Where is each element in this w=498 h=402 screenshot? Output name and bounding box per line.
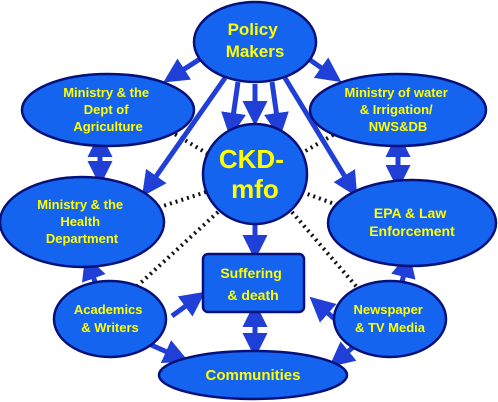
ckd-mfo-line-1: CKD- <box>219 144 284 174</box>
suffering-line-2: & death <box>227 287 278 303</box>
svg-text:Communities: Communities <box>205 367 300 384</box>
agriculture-line-1: Ministry & the <box>63 85 149 100</box>
dotted-link-ckd-epa <box>301 190 341 208</box>
arrow-academics-to-suffering <box>170 291 206 319</box>
node-suffering: Suffering & death <box>201 252 306 314</box>
svg-text:Ministry & the Health: Ministry & the Health Department <box>37 197 127 246</box>
dotted-link-ckd-agriculture <box>166 128 220 162</box>
communities-label: Communities <box>205 367 300 384</box>
health-line-1: Ministry & the <box>37 197 123 212</box>
arrow-policy-to-epa <box>282 76 358 197</box>
dotted-link-ckd-health <box>159 190 207 209</box>
node-policy-makers: Policy Makers <box>192 0 318 84</box>
water-line-1: Ministry of water <box>345 85 448 100</box>
academics-line-1: Academics <box>74 302 143 317</box>
policy-makers-line-1: Policy <box>228 20 279 39</box>
agriculture-line-2: Dept of <box>84 102 129 117</box>
svg-text:Academics & Writers: Academics & Writers <box>74 302 146 335</box>
svg-text:CKD- mfo: CKD- mfo <box>219 144 291 204</box>
svg-text:EPA & Law Enforcement: EPA & Law Enforcement <box>369 205 455 239</box>
water-line-3: NWS&DB <box>369 119 428 134</box>
dotted-link-ckd-newspaper <box>290 210 370 302</box>
node-ckd-mfo: CKD- mfo <box>201 122 309 226</box>
arrow-policy-to-health <box>141 76 228 197</box>
svg-text:Newspaper & TV Media: Newspaper & TV Media <box>354 302 427 335</box>
node-epa: EPA & Law Enforcement <box>326 178 498 268</box>
arrow-policy-to-suffering <box>221 81 246 138</box>
svg-text:Suffering & death: Suffering & death <box>220 265 285 303</box>
epa-line-2: Enforcement <box>369 223 455 239</box>
svg-text:Ministry of water & Irri: Ministry of water & Irrigation/ NWS&DB <box>345 85 452 134</box>
node-communities: Communities <box>157 349 349 401</box>
academics-line-2: & Writers <box>81 320 139 335</box>
svg-text:Ministry & the Dept of: Ministry & the Dept of Agriculture <box>63 85 153 134</box>
svg-text:Policy Makers: Policy Makers <box>226 20 285 61</box>
newspaper-line-2: & TV Media <box>355 320 426 335</box>
node-newspaper: Newspaper & TV Media <box>332 279 448 359</box>
policy-makers-line-2: Makers <box>226 42 285 61</box>
water-line-2: & Irrigation/ <box>360 102 433 117</box>
node-ministry-water: Ministry of water & Irrigation/ NWS&DB <box>308 72 488 148</box>
health-line-2: Health <box>60 214 100 229</box>
arrow-policy-to-suffering-right <box>264 81 289 138</box>
suffering-line-1: Suffering <box>220 265 281 281</box>
arrows <box>82 47 416 367</box>
newspaper-line-1: Newspaper <box>354 302 423 317</box>
health-line-3: Department <box>46 231 119 246</box>
agriculture-line-3: Agriculture <box>73 119 142 134</box>
node-ministry-agriculture: Ministry & the Dept of Agriculture <box>20 72 196 148</box>
node-ministry-health: Ministry & the Health Department <box>0 175 166 269</box>
epa-line-1: EPA & Law <box>374 205 446 221</box>
ckd-mfo-line-2: mfo <box>231 174 279 204</box>
node-academics: Academics & Writers <box>52 279 168 359</box>
